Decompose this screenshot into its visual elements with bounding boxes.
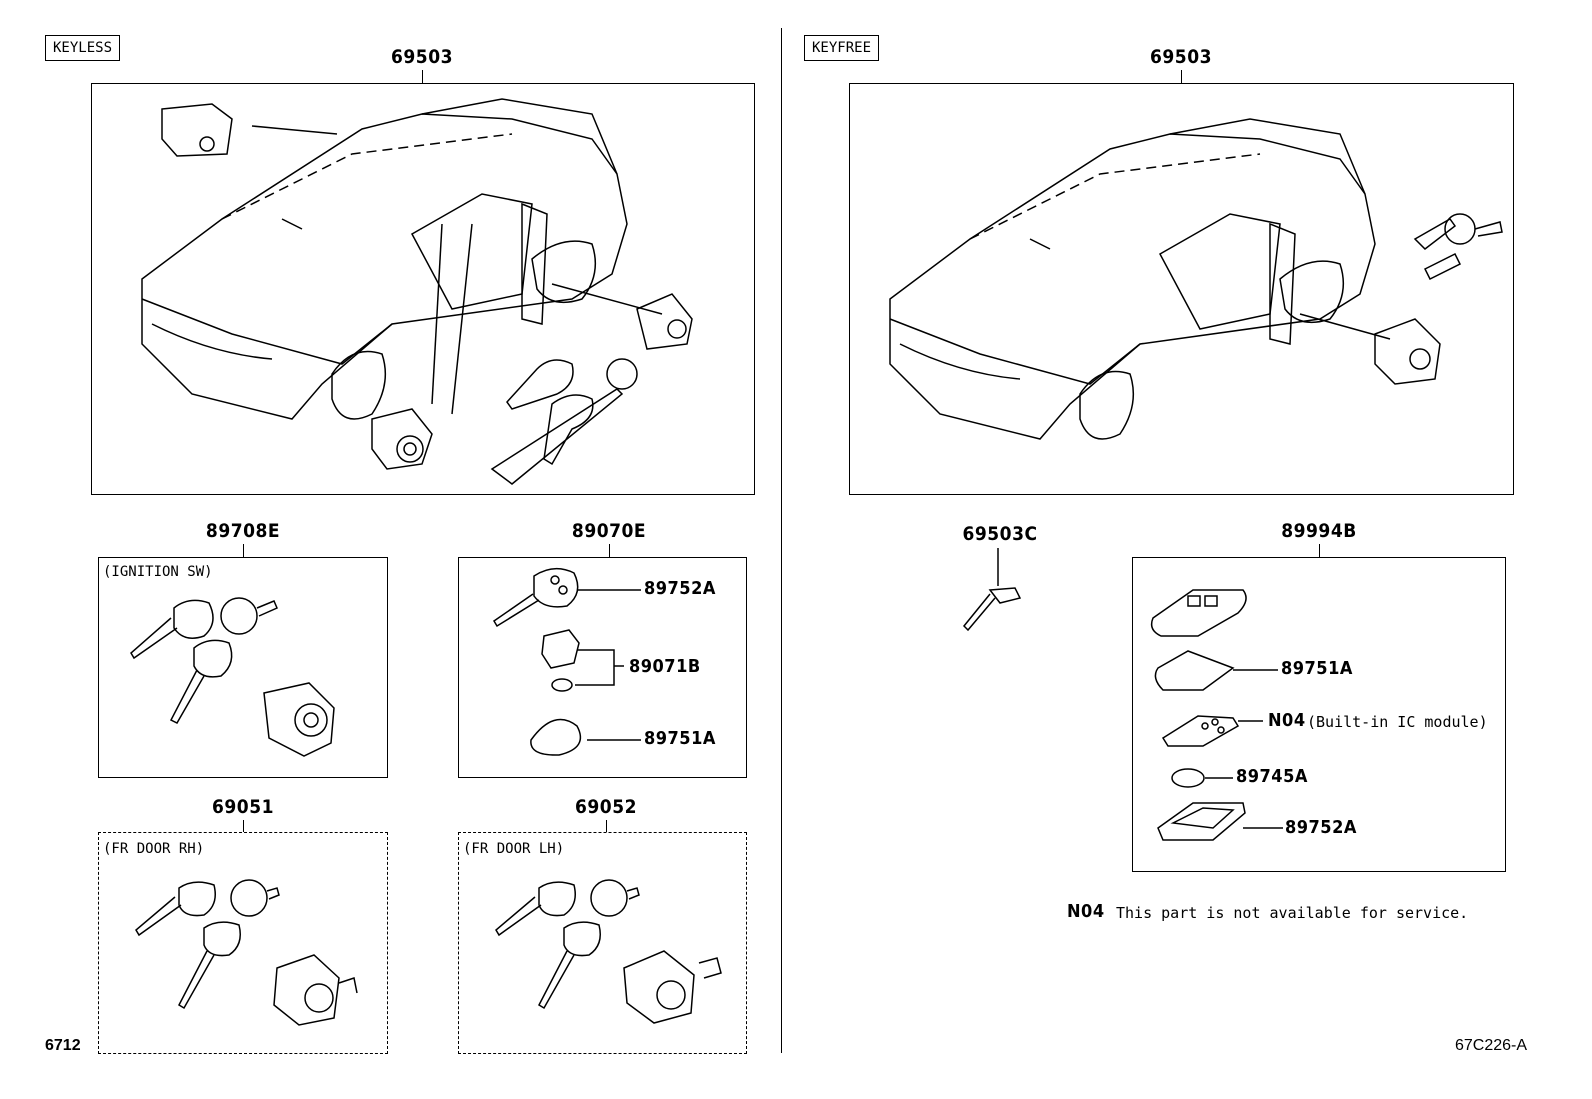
note-code: N04 [1067,901,1105,922]
left-main-leader [422,70,423,83]
box-89994B: 89751A N04 (Built-in IC module) 89745A 8… [1132,557,1506,872]
callout-89751A-left[interactable]: 89751A [644,728,716,749]
leader-69052 [606,820,607,832]
ignition-sw-caption: (IGNITION SW) [103,564,213,580]
box-69052: (FR DOOR LH) [458,832,747,1054]
keyfree-tag: KEYFREE [804,35,880,61]
keyless-car-illustration [92,84,756,496]
callout-89752A-right[interactable]: 89752A [1285,817,1357,838]
remote-key-parts-illustration [459,558,748,779]
part-number-89994B[interactable]: 89994B [1281,520,1357,542]
fr-door-lh-caption: (FR DOOR LH) [463,841,565,857]
right-main-box [849,83,1514,495]
callout-89752A-left[interactable]: 89752A [644,578,716,599]
smart-key-parts-illustration [1133,558,1507,873]
callout-N04[interactable]: N04 [1268,710,1306,731]
mechanical-key-illustration [960,548,1040,648]
part-number-89070E[interactable]: 89070E [571,520,647,542]
footer-left-code: 6712 [45,1037,81,1054]
leader-69051 [243,820,244,832]
part-number-69052[interactable]: 69052 [575,796,637,818]
rh-door-key-set-illustration [99,833,389,1055]
callout-89745A[interactable]: 89745A [1236,766,1308,787]
keyless-tag: KEYLESS [45,35,121,61]
ignition-key-set-illustration [99,558,389,779]
leader-89070E [609,544,610,557]
footer-right-code: 67C226-A [1455,1037,1528,1054]
left-main-part-number[interactable]: 69503 [391,46,453,68]
keyfree-car-illustration [850,84,1515,496]
part-number-69051[interactable]: 69051 [212,796,274,818]
left-main-box [91,83,755,495]
fr-door-rh-caption: (FR DOOR RH) [103,841,205,857]
right-main-leader [1181,70,1182,83]
part-number-89708E[interactable]: 89708E [205,520,281,542]
leader-89708E [243,544,244,557]
callout-89071B[interactable]: 89071B [629,656,701,677]
center-divider [781,28,782,1053]
right-main-part-number[interactable]: 69503 [1150,46,1212,68]
box-89070E: 89752A 89071B 89751A [458,557,747,778]
callout-ic-module-note: (Built-in IC module) [1307,713,1488,731]
callout-89751A-right[interactable]: 89751A [1281,658,1353,679]
leader-89994B [1319,544,1320,557]
note-text: This part is not available for service. [1116,904,1469,922]
box-89708E: (IGNITION SW) [98,557,388,778]
part-number-69503C[interactable]: 69503C [962,523,1038,545]
box-69051: (FR DOOR RH) [98,832,388,1054]
lh-door-key-set-illustration [459,833,748,1055]
